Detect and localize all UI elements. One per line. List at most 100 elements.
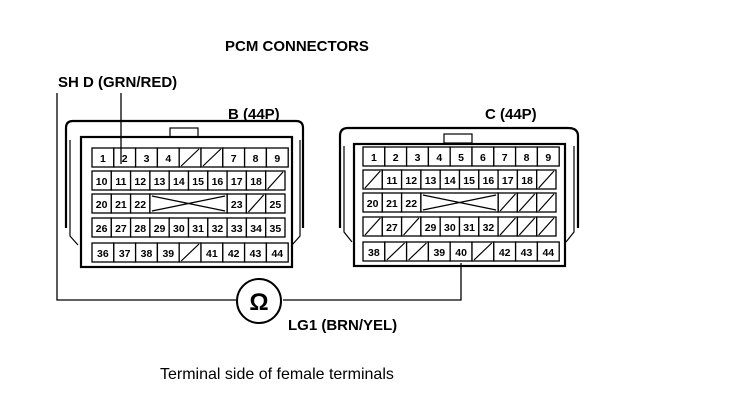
terminal-number: 43 bbox=[521, 247, 533, 259]
terminal-number: 14 bbox=[444, 175, 456, 187]
diagram-title: PCM CONNECTORS bbox=[225, 38, 369, 55]
terminal-number: 4 bbox=[165, 153, 171, 165]
empty-terminal-slash bbox=[364, 217, 381, 236]
terminal-cell bbox=[265, 242, 289, 263]
terminal-number: 28 bbox=[134, 223, 146, 235]
terminal-number: 16 bbox=[212, 176, 224, 188]
terminal-number: 44 bbox=[271, 248, 283, 260]
ohmmeter-symbol: Ω bbox=[249, 289, 268, 316]
terminal-number: 14 bbox=[173, 176, 185, 188]
terminal-number: 22 bbox=[405, 198, 417, 210]
terminal-number: 8 bbox=[524, 152, 530, 164]
terminal-number: 38 bbox=[141, 248, 153, 260]
terminal-number: 39 bbox=[162, 248, 174, 260]
terminal-number: 41 bbox=[206, 248, 218, 260]
terminal-number: 36 bbox=[97, 248, 109, 260]
terminal-number: 30 bbox=[173, 223, 185, 235]
connector-c-housing bbox=[338, 126, 580, 268]
terminal-number: 9 bbox=[545, 152, 551, 164]
empty-terminal-slash bbox=[499, 193, 516, 212]
empty-terminal-slash bbox=[473, 242, 493, 261]
terminal-number: 32 bbox=[483, 222, 495, 234]
empty-terminal-slash bbox=[538, 170, 555, 189]
terminal-number: 12 bbox=[134, 176, 146, 188]
terminal-number: 15 bbox=[463, 175, 475, 187]
empty-terminal-slash bbox=[180, 148, 200, 167]
terminal-number: 23 bbox=[231, 199, 243, 211]
diagram-caption: Terminal side of female terminals bbox=[160, 366, 394, 383]
empty-terminal-slash bbox=[499, 217, 516, 236]
terminal-number: 3 bbox=[144, 153, 150, 165]
terminal-number: 17 bbox=[502, 175, 514, 187]
terminal-number: 2 bbox=[122, 153, 128, 165]
terminal-cell bbox=[536, 146, 560, 167]
terminal-number: 20 bbox=[96, 199, 108, 211]
terminal-number: 43 bbox=[250, 248, 262, 260]
terminal-number: 25 bbox=[270, 199, 282, 211]
terminal-number: 21 bbox=[115, 199, 127, 211]
terminal-cell bbox=[265, 193, 286, 214]
empty-terminal-slash bbox=[538, 217, 555, 236]
empty-terminal-slash bbox=[408, 242, 427, 261]
test-wiring: Ω bbox=[56, 93, 462, 324]
empty-terminal-slash bbox=[538, 193, 555, 212]
terminal-number: 42 bbox=[228, 248, 240, 260]
terminal-number: 29 bbox=[154, 223, 166, 235]
terminal-number: 21 bbox=[386, 198, 398, 210]
probe-negative-label: LG1 (BRN/YEL) bbox=[288, 317, 397, 334]
empty-terminal-slash bbox=[247, 194, 265, 213]
terminal-number: 13 bbox=[154, 176, 166, 188]
terminal-number: 7 bbox=[231, 153, 237, 165]
connector-b-label: B (44P) bbox=[228, 106, 280, 123]
terminal-number: 8 bbox=[253, 153, 259, 165]
terminal-number: 18 bbox=[250, 176, 262, 188]
terminal-number: 15 bbox=[192, 176, 204, 188]
empty-terminal-slash bbox=[364, 170, 381, 189]
terminal-number: 3 bbox=[415, 152, 421, 164]
terminal-number: 17 bbox=[231, 176, 243, 188]
empty-terminal-slash bbox=[403, 217, 420, 236]
terminal-number: 5 bbox=[458, 152, 464, 164]
terminal-number: 6 bbox=[480, 152, 486, 164]
terminal-cell bbox=[265, 217, 286, 238]
connector-c-label: C (44P) bbox=[485, 106, 537, 123]
terminal-number: 39 bbox=[433, 247, 445, 259]
terminal-cell bbox=[536, 241, 560, 262]
terminal-number: 9 bbox=[274, 153, 280, 165]
ohmmeter-icon bbox=[236, 278, 282, 324]
terminal-number: 40 bbox=[455, 247, 467, 259]
terminal-number: 38 bbox=[368, 247, 380, 259]
terminal-number: 32 bbox=[212, 223, 224, 235]
terminal-number: 1 bbox=[371, 152, 377, 164]
terminal-number: 11 bbox=[386, 175, 397, 187]
empty-terminal-slash bbox=[518, 193, 536, 212]
terminal-number: 31 bbox=[463, 222, 475, 234]
terminal-number: 10 bbox=[96, 176, 108, 188]
blocked-cross bbox=[151, 195, 226, 212]
terminal-number: 18 bbox=[521, 175, 533, 187]
terminal-number: 1 bbox=[100, 153, 106, 165]
terminal-number: 22 bbox=[134, 199, 146, 211]
terminal-number: 30 bbox=[444, 222, 456, 234]
terminal-number: 37 bbox=[119, 248, 131, 260]
wire-negative bbox=[283, 263, 462, 301]
terminal-number: 44 bbox=[542, 247, 554, 259]
empty-terminal-slash bbox=[180, 243, 200, 262]
terminal-number: 35 bbox=[270, 223, 282, 235]
terminal-number: 16 bbox=[483, 175, 495, 187]
empty-terminal-slash bbox=[267, 171, 284, 190]
terminal-number: 4 bbox=[436, 152, 442, 164]
terminal-number: 42 bbox=[499, 247, 511, 259]
terminal-number: 27 bbox=[115, 223, 127, 235]
terminal-number: 31 bbox=[192, 223, 204, 235]
empty-terminal-slash bbox=[386, 242, 406, 261]
terminal-number: 11 bbox=[115, 176, 126, 188]
terminal-number: 34 bbox=[250, 223, 262, 235]
terminal-number: 27 bbox=[386, 222, 398, 234]
terminal-number: 13 bbox=[425, 175, 437, 187]
blocked-cross bbox=[422, 194, 497, 211]
terminal-cell bbox=[265, 147, 289, 168]
